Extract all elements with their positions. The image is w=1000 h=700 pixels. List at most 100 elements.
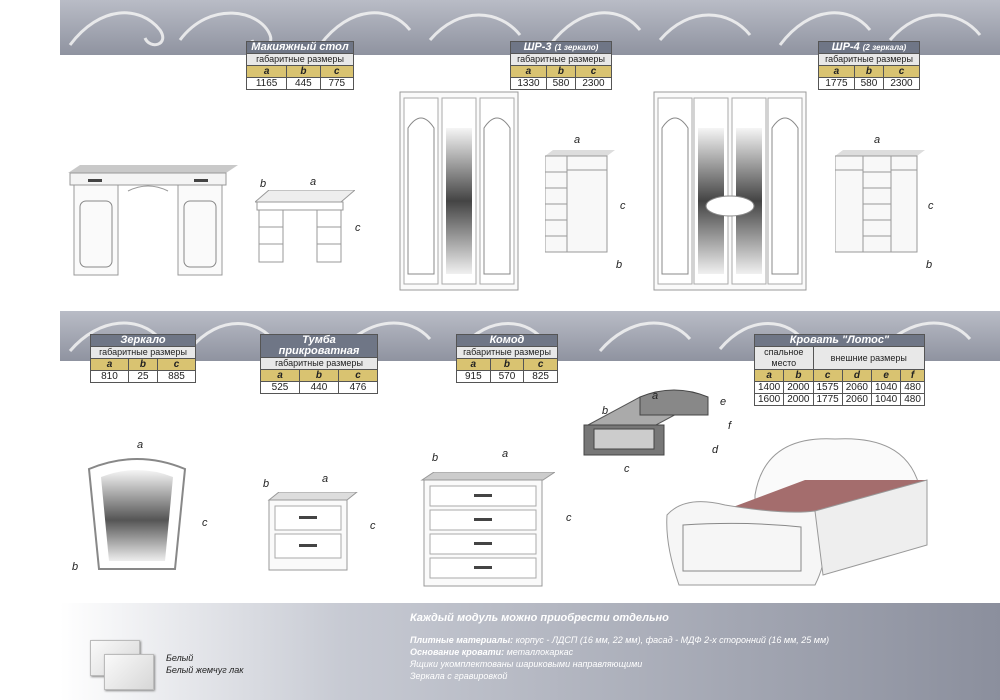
cell: 1575	[812, 381, 843, 394]
dimension-label-e: e	[720, 396, 727, 408]
footer-specs: Плитные материалы: корпус - ЛДСП (16 мм,…	[410, 634, 829, 682]
value-c: 825	[523, 370, 558, 383]
wardrobe4-interior-image	[835, 150, 925, 253]
cell: 1775	[812, 393, 843, 406]
col-b: b	[545, 65, 577, 78]
col-a: a	[260, 369, 300, 382]
spec-line: Плитные материалы: корпус - ЛДСП (16 мм,…	[410, 634, 829, 646]
dimension-label-a: a	[502, 448, 509, 460]
col-a: a	[245, 65, 288, 78]
dimension-label-a: a	[652, 390, 659, 402]
dimension-label-a: a	[310, 176, 317, 188]
dimension-label-b: b	[926, 259, 933, 271]
dimension-label-f: f	[728, 420, 732, 432]
value-c: 2300	[883, 77, 920, 90]
table-subtitle-outer: внешние размеры	[812, 346, 925, 370]
col-a: a	[90, 358, 129, 371]
dimension-label-c: c	[355, 222, 361, 234]
footer-panel	[60, 603, 1000, 700]
color-labels: Белый Белый жемчуг лак	[166, 652, 243, 676]
col-b: b	[783, 369, 814, 382]
dimension-label-a: a	[574, 134, 581, 146]
col-c: c	[575, 65, 612, 78]
cell: 480	[900, 381, 925, 394]
col-b: b	[853, 65, 885, 78]
dimension-label-c: c	[928, 200, 934, 212]
wardrobe3-interior-image	[545, 150, 615, 253]
table-title: Зеркало	[90, 334, 196, 347]
table-title-note: (2 зеркала)	[862, 43, 907, 52]
col-b: b	[286, 65, 321, 78]
dimension-label-a: a	[137, 439, 144, 451]
value-a: 1165	[245, 77, 288, 90]
spec-text: металлокаркас	[504, 647, 574, 657]
value-b: 580	[853, 77, 885, 90]
color-swatch-pearl	[104, 654, 154, 690]
bed-image	[666, 438, 928, 586]
cell: 1040	[870, 381, 902, 394]
value-c: 775	[319, 77, 355, 90]
col-c: c	[319, 65, 355, 78]
value-b: 25	[127, 370, 158, 383]
dimension-label-d: d	[712, 444, 719, 456]
table-subtitle: габаритные размеры	[246, 53, 354, 66]
mirror-image	[87, 458, 187, 570]
dimension-label-b: b	[72, 561, 79, 573]
col-e: e	[870, 369, 902, 382]
table-title: Кровать "Лотос"	[754, 334, 925, 347]
col-a: a	[753, 369, 785, 382]
cell: 1400	[753, 381, 785, 394]
dimension-label-b: b	[432, 452, 439, 464]
value-b: 440	[298, 381, 339, 394]
dimension-label-b: b	[602, 405, 609, 417]
spec-line: Зеркала с гравировкой	[410, 671, 508, 681]
dimension-label-c: c	[370, 520, 376, 532]
value-a: 1775	[818, 77, 855, 90]
value-a: 525	[260, 381, 300, 394]
vanity-frame-image	[255, 190, 355, 263]
color-name: Белый	[166, 653, 194, 663]
table-title: Комод	[456, 334, 558, 347]
table-title: Макияжный стол	[246, 41, 354, 54]
wardrobe3-image	[399, 91, 519, 291]
col-d: d	[841, 369, 873, 382]
table-subtitle: габаритные размеры	[818, 53, 920, 66]
vanity-table-image	[68, 165, 238, 276]
table-subtitle-sleep: спальное место	[754, 346, 814, 370]
nightstand-image	[267, 492, 358, 571]
col-a: a	[510, 65, 547, 78]
table-subtitle: габаритные размеры	[510, 53, 612, 66]
color-name: Белый жемчуг лак	[166, 665, 244, 675]
table-title-text: ШР-4	[831, 41, 860, 53]
cell: 2000	[783, 393, 814, 406]
ornament-icon	[68, 11, 982, 48]
value-c: 476	[337, 381, 379, 394]
dimension-label-a: a	[874, 134, 881, 146]
col-c: c	[812, 369, 843, 382]
value-a: 810	[90, 370, 129, 383]
cell: 2000	[783, 381, 814, 394]
table-title-note: (1 зеркало)	[554, 43, 599, 52]
bed-schematic-image	[583, 389, 709, 456]
dimension-label-c: c	[620, 200, 626, 212]
spec-line: Ящики укомплектованы шариковыми направля…	[410, 659, 643, 669]
cell: 2060	[841, 381, 873, 394]
table-title: ШР-3 (1 зеркало)	[510, 41, 612, 54]
col-f: f	[900, 369, 925, 382]
dimension-label-c: c	[566, 512, 572, 524]
dimension-label-c: c	[624, 463, 630, 475]
value-a: 915	[456, 370, 491, 383]
dimension-label-c: c	[202, 517, 208, 529]
value-b: 570	[489, 370, 525, 383]
value-b: 445	[286, 77, 321, 90]
col-c: c	[337, 369, 379, 382]
col-b: b	[127, 358, 158, 371]
